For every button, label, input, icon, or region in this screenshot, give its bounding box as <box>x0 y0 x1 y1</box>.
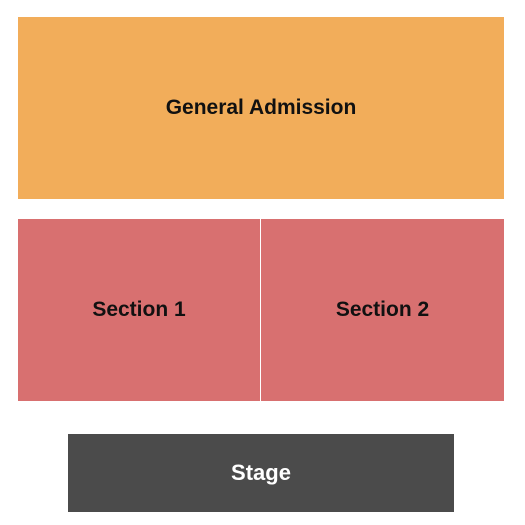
stage-area: Stage <box>68 434 454 512</box>
section-general-admission-label: General Admission <box>165 96 357 119</box>
section-1-label: Section 1 <box>92 298 186 321</box>
section-2[interactable]: Section 2 <box>261 219 504 401</box>
section-2-label: Section 2 <box>335 298 430 321</box>
section-general-admission[interactable]: General Admission <box>18 17 504 199</box>
stage-label: Stage <box>231 460 291 485</box>
section-1[interactable]: Section 1 <box>18 219 260 401</box>
